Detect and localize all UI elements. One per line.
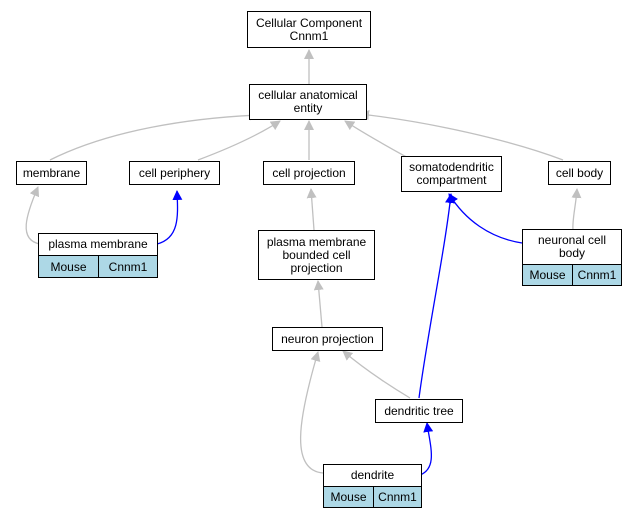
node-label: neuronal cell body <box>537 233 607 260</box>
node-label: plasma membrane <box>48 237 148 251</box>
edge-ncb-somato <box>448 193 523 244</box>
node-cellular-component[interactable]: Cellular Component Cnnm1 <box>247 11 371 48</box>
node-label: plasma membrane bounded cell projection <box>266 234 367 275</box>
node-label: somatodendritic compartment <box>409 160 494 187</box>
edge-ncb-cellbody <box>571 188 582 231</box>
node-dendritic-tree[interactable]: dendritic tree <box>375 399 463 423</box>
node-label: cell projection <box>272 165 346 180</box>
edge-cellbody-cae <box>359 110 564 161</box>
edge-dendrite-dtree <box>419 422 434 476</box>
node-neuron-projection[interactable]: neuron projection <box>272 327 383 351</box>
node-label: cell body <box>555 165 604 180</box>
node-label: cellular anatomical entity <box>258 88 358 115</box>
node-label: dendrite <box>350 468 395 482</box>
node-plasma-membrane[interactable]: plasma membrane <box>38 233 158 256</box>
node-plasma-membrane-bounded-cell-projection[interactable]: plasma membrane bounded cell projection <box>258 230 375 280</box>
node-label: Cellular Component Cnnm1 <box>255 15 363 43</box>
node-label: cell periphery <box>138 165 211 180</box>
node-label: neuron projection <box>281 331 374 346</box>
tag-species: Mouse <box>522 264 573 286</box>
node-label: membrane <box>22 165 81 180</box>
node-cell-body[interactable]: cell body <box>548 161 611 185</box>
tag-gene: Cnnm1 <box>373 486 422 508</box>
node-cell-periphery[interactable]: cell periphery <box>129 161 220 185</box>
edge-dendrite-neuronproj <box>300 351 324 474</box>
tag-species: Mouse <box>323 486 374 508</box>
edge-dtree-neuronproj <box>342 350 411 399</box>
edge-plasma-membrane <box>25 186 41 245</box>
tag-gene: Cnnm1 <box>572 264 622 286</box>
node-label: dendritic tree <box>384 403 454 418</box>
tag-species: Mouse <box>38 255 99 278</box>
node-cell-projection[interactable]: cell projection <box>263 161 355 185</box>
edge-dtree-somato <box>418 193 456 399</box>
node-dendrite[interactable]: dendrite <box>323 464 422 487</box>
node-membrane[interactable]: membrane <box>16 161 87 185</box>
node-somatodendritic-compartment[interactable]: somatodendritic compartment <box>401 156 502 192</box>
edge-somato-cae <box>344 120 413 161</box>
tag-gene: Cnnm1 <box>98 255 158 278</box>
node-cellular-anatomical-entity[interactable]: cellular anatomical entity <box>249 84 367 120</box>
edge-membrane-cae <box>49 110 260 161</box>
edge-neuronproj-pmbcp <box>313 280 324 328</box>
node-neuronal-cell-body[interactable]: neuronal cell body <box>522 229 622 265</box>
edge-periphery-cae <box>197 120 281 161</box>
edge-pmbcp-projection <box>306 188 317 231</box>
edge-plasma-periphery <box>156 190 183 245</box>
